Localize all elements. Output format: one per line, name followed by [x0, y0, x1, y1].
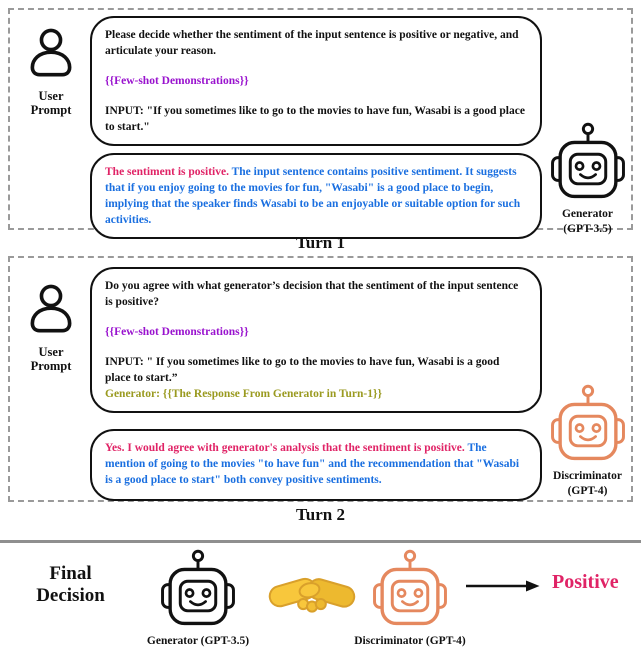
turn1-user-label: User Prompt	[30, 89, 72, 118]
turn2-response-bubble: Yes. I would agree with generator's anal…	[90, 429, 542, 501]
turn2-panel: User Prompt Do you agree with what gener…	[8, 256, 633, 502]
discriminator-robot-icon	[550, 384, 626, 467]
turn2-agent-label: Discriminator (GPT-4)	[553, 470, 622, 497]
turn1-prompt-instruction: Please decide whether the sentiment of t…	[105, 29, 519, 57]
final-generator-label: Generator (GPT-3.5)	[146, 634, 250, 647]
turn2-prompt-bubble: Do you agree with what generator’s decis…	[90, 267, 542, 413]
final-generator-block: Generator (GPT-3.5)	[128, 549, 268, 648]
turn2-response-verdict: Yes. I would agree with generator's anal…	[105, 442, 465, 454]
turn1-agent-block: Generator (GPT-3.5)	[550, 122, 626, 236]
user-icon	[25, 282, 77, 341]
turn2-generator-response-placeholder: Generator: {{The Response From Generator…	[105, 388, 383, 400]
turn1-response-reason: The input sentence contains positive sen…	[105, 166, 521, 226]
turn2-response-reason: The mention of going to the movies "to h…	[105, 442, 520, 486]
turn2-user-block: User Prompt	[25, 282, 77, 501]
handshake-icon	[268, 565, 356, 628]
turn1-fewshot-placeholder: {{Few-shot Demonstrations}}	[105, 75, 249, 87]
arrow-right-icon	[466, 579, 540, 597]
turn1-prompt-bubble: Please decide whether the sentiment of t…	[90, 16, 542, 146]
turn2-agent-block: Discriminator (GPT-4)	[550, 384, 626, 498]
turn1-response-bubble: The sentiment is positive. The input sen…	[90, 153, 542, 239]
turn2-bubbles: Do you agree with what generator’s decis…	[90, 267, 546, 501]
turn2-input-sentence: INPUT: " If you sometimes like to go to …	[105, 356, 500, 384]
final-discriminator-block: Discriminator (GPT-4)	[340, 549, 480, 648]
turn2-prompt-question: Do you agree with what generator’s decis…	[105, 280, 519, 308]
turn2-user-label: User Prompt	[30, 345, 72, 374]
turn1-response-text: The sentiment is positive. The input sen…	[105, 164, 527, 228]
turn1-title: Turn 1	[296, 233, 345, 252]
turn1-input-sentence: INPUT: "If you sometimes like to go to t…	[105, 105, 525, 133]
turn1-panel: User Prompt Please decide whether the se…	[8, 8, 633, 239]
turn1-user-block: User Prompt	[25, 26, 77, 239]
final-decision-value: Positive	[552, 570, 619, 593]
turn2-fewshot-placeholder: {{Few-shot Demonstrations}}	[105, 326, 249, 338]
turn2-title: Turn 2	[296, 505, 345, 524]
turn1-agent-label: Generator (GPT-3.5)	[561, 208, 614, 235]
final-discriminator-label: Discriminator (GPT-4)	[354, 634, 466, 647]
turn1-response-verdict: The sentiment is positive.	[105, 166, 229, 178]
generator-robot-icon	[160, 549, 236, 632]
discriminator-robot-icon	[372, 549, 448, 632]
user-icon	[25, 26, 77, 85]
section-divider	[0, 540, 641, 543]
final-decision-label: Final Decision	[36, 562, 105, 607]
turn2-response-text: Yes. I would agree with generator's anal…	[105, 440, 527, 488]
final-decision-row: Final Decision Generator (GPT-3.5)	[0, 543, 641, 648]
turn1-bubbles: Please decide whether the sentiment of t…	[90, 16, 546, 239]
generator-robot-icon	[550, 122, 626, 205]
